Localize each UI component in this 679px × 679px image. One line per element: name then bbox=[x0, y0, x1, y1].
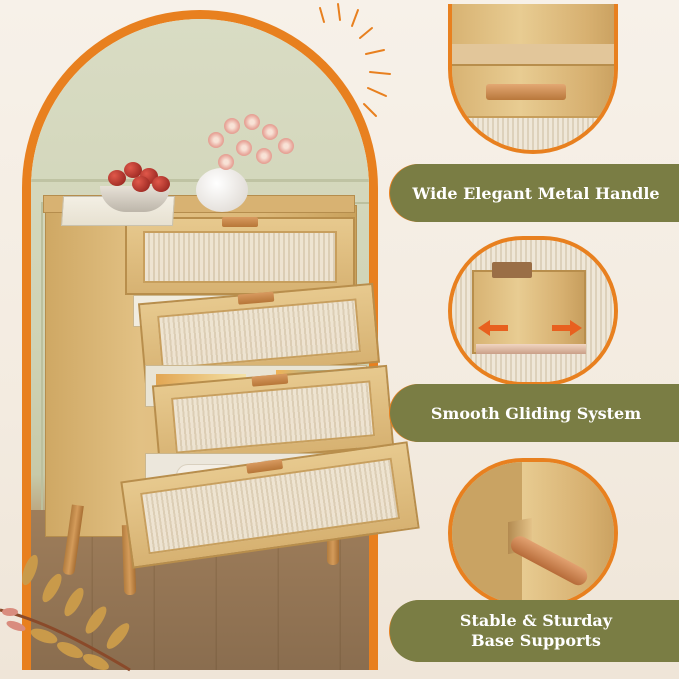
rattan-panel bbox=[143, 231, 337, 283]
metal-handle bbox=[486, 84, 566, 100]
flower bbox=[256, 148, 272, 164]
flower bbox=[244, 114, 260, 130]
rattan-panel bbox=[171, 380, 376, 454]
apple bbox=[124, 162, 142, 178]
branch-decoration bbox=[0, 554, 131, 672]
flower bbox=[278, 138, 294, 154]
double-arrow-icon bbox=[478, 320, 582, 336]
flower bbox=[208, 132, 224, 148]
flower bbox=[262, 124, 278, 140]
sunburst-decoration bbox=[319, 3, 391, 117]
apple bbox=[108, 170, 126, 186]
flower bbox=[236, 140, 252, 156]
stored-item bbox=[492, 262, 532, 278]
handle-closeup bbox=[448, 4, 618, 154]
drawer-slide bbox=[476, 344, 586, 354]
apple bbox=[152, 176, 170, 192]
drawer-handle bbox=[222, 217, 258, 227]
gliding-closeup bbox=[448, 236, 618, 386]
drawer-handle bbox=[251, 373, 289, 387]
feature-label-gliding: Smooth Gliding System bbox=[393, 387, 679, 439]
base-closeup bbox=[448, 458, 618, 608]
vase bbox=[196, 168, 248, 212]
dresser bbox=[43, 195, 420, 596]
apple bbox=[132, 176, 150, 192]
drawer-top bbox=[125, 217, 355, 295]
feature-label-handle: Wide Elegant Metal Handle bbox=[393, 167, 679, 219]
rattan-panel bbox=[157, 298, 362, 370]
drawer-handle bbox=[237, 291, 275, 305]
feature-label-base: Stable & Sturday Base Supports bbox=[393, 603, 679, 659]
flower bbox=[218, 154, 234, 170]
flower bbox=[224, 118, 240, 134]
